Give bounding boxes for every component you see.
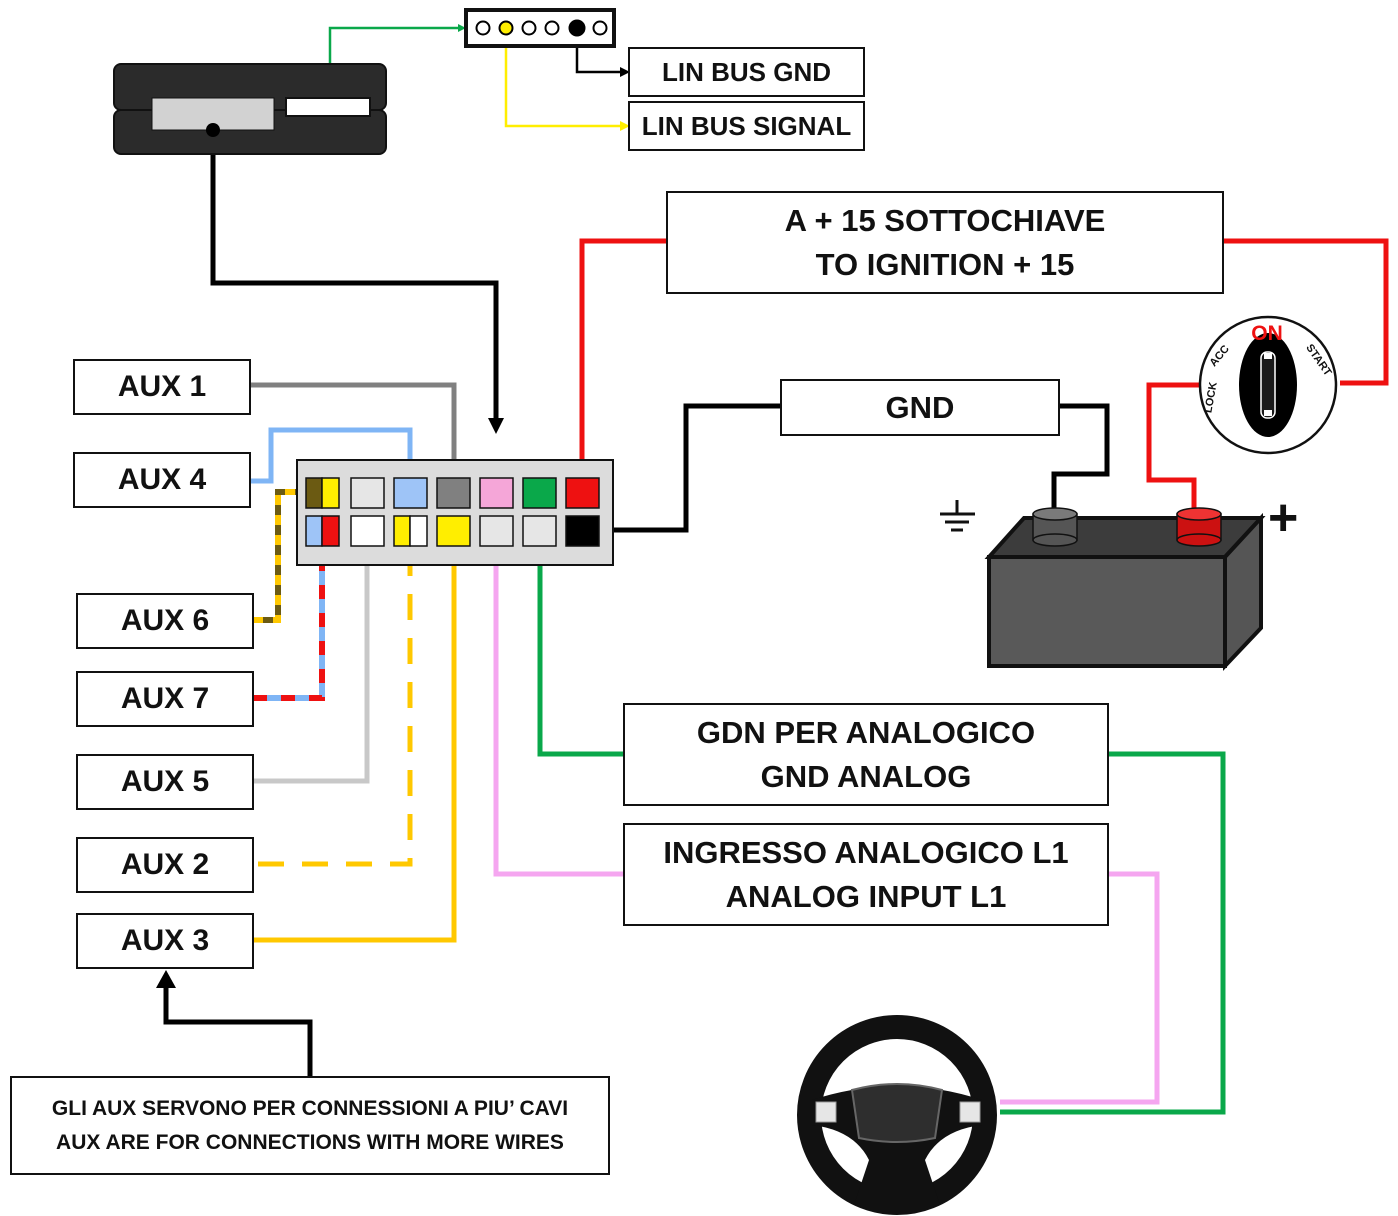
wire-note-arrow: [163, 985, 313, 1077]
arrow-lin-icon: [458, 24, 466, 32]
wire-aux2: [258, 546, 413, 867]
aux7-box: AUX 7: [76, 671, 254, 727]
wire-aux1: [250, 382, 457, 478]
analog-gnd-box: GDN PER ANALOGICO GND ANALOG: [623, 703, 1109, 806]
aux-note-line2: AUX ARE FOR CONNECTIONS WITH MORE WIRES: [56, 1130, 564, 1154]
analog-input-line2: ANALOG INPUT L1: [725, 878, 1007, 914]
aux2-box: AUX 2: [76, 837, 254, 893]
steering-wheel-icon: [797, 1015, 997, 1215]
ignition-box: A + 15 SOTTOCHIAVE TO IGNITION + 15: [666, 191, 1224, 294]
ignition-switch-icon: ON ACC LOCK START: [1198, 315, 1338, 455]
switch-lock-label: LOCK: [1202, 381, 1219, 414]
analog-input-box: INGRESSO ANALOGICO L1 ANALOG INPUT L1: [623, 823, 1109, 926]
wire-aux6-stripe: [253, 489, 306, 623]
wire-analog-gnd: [537, 508, 625, 757]
analog-gnd-line2: GND ANALOG: [760, 758, 972, 794]
aux4-box: AUX 4: [73, 452, 251, 508]
battery-icon: [984, 507, 1266, 672]
aux7-label: AUX 7: [120, 682, 210, 715]
analog-gnd-line1: GDN PER ANALOGICO: [696, 714, 1036, 750]
wire-switch-to-battery: [1146, 382, 1204, 512]
aux4-label: AUX 4: [117, 463, 207, 496]
analog-input-line1: INGRESSO ANALOGICO L1: [663, 834, 1069, 870]
wire-ignition-pin: [579, 238, 668, 476]
lin-connector: [464, 8, 616, 48]
wire-aux4: [250, 427, 413, 484]
lin-bus-signal-label: LIN BUS SIGNAL: [641, 110, 852, 141]
wire-lin-signal: [504, 30, 622, 128]
wire-gnd-pin: [602, 403, 782, 533]
ignition-label-line1: A + 15 SOTTOCHIAVE: [784, 202, 1106, 238]
wire-analog-input: [493, 508, 625, 877]
aux6-box: AUX 6: [76, 593, 254, 649]
ground-symbol-icon: [940, 500, 975, 532]
aux-note-box: GLI AUX SERVONO PER CONNESSIONI A PIU’ C…: [10, 1076, 610, 1175]
wire-analog-input-wheel: [1000, 871, 1160, 1105]
battery-plus-label: +: [1268, 489, 1299, 547]
arrow-lin-signal-icon: [620, 121, 630, 131]
wire-aux5: [253, 546, 370, 784]
aux2-label: AUX 2: [120, 848, 210, 881]
wire-aux3: [253, 546, 457, 943]
ignition-label-line2: TO IGNITION + 15: [815, 246, 1075, 282]
wire-gnd-battery: [1051, 403, 1110, 510]
wire-analog-gnd-wheel: [1000, 751, 1226, 1115]
wire-unit-to-connector: [210, 130, 499, 420]
aux5-label: AUX 5: [120, 765, 210, 798]
wire-ignition-switch: [1222, 238, 1389, 386]
main-connector: [296, 459, 614, 566]
lin-bus-gnd-label: LIN BUS GND: [662, 56, 831, 87]
aux5-box: AUX 5: [76, 754, 254, 810]
arrow-note-icon: [156, 970, 176, 988]
aux1-box: AUX 1: [73, 359, 251, 415]
aux3-label: AUX 3: [120, 924, 210, 957]
arrow-lin-gnd-icon: [620, 67, 630, 77]
gnd-box: GND: [780, 379, 1060, 436]
wire-aux7-stripe: [253, 546, 325, 701]
lin-bus-gnd-box: LIN BUS GND: [628, 47, 865, 97]
aux3-box: AUX 3: [76, 913, 254, 969]
control-unit: [113, 63, 387, 155]
aux-note-line1: GLI AUX SERVONO PER CONNESSIONI A PIU’ C…: [51, 1096, 569, 1120]
arrow-connector-icon: [488, 418, 504, 434]
gnd-label: GND: [885, 389, 955, 425]
switch-on-label: ON: [1251, 322, 1283, 345]
lin-bus-signal-box: LIN BUS SIGNAL: [628, 101, 865, 151]
aux6-label: AUX 6: [120, 604, 210, 637]
aux1-label: AUX 1: [117, 370, 207, 403]
